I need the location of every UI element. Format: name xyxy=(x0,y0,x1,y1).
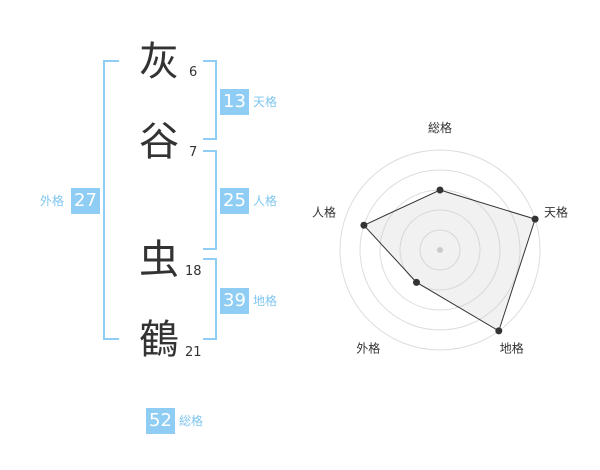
stroke-count-2: 7 xyxy=(189,145,198,160)
gaikaku-label: 外格 xyxy=(40,194,65,208)
radar-ring xyxy=(359,169,521,331)
radar-ring xyxy=(339,149,541,351)
radar-point-2 xyxy=(531,215,539,223)
stroke-count-3: 18 xyxy=(185,264,202,279)
radar-axis-label-4: 外格 xyxy=(356,341,380,356)
jinkaku-bracket xyxy=(203,150,217,250)
radar-point-1 xyxy=(436,186,444,194)
name-char-1: 灰 xyxy=(139,39,179,85)
radar-center-dot xyxy=(437,247,443,253)
name-char-2: 谷 xyxy=(139,119,179,165)
jinkaku-label: 人格 xyxy=(253,194,278,208)
jinkaku-badge: 25 xyxy=(220,188,249,214)
tenkaku-badge: 13 xyxy=(220,89,249,115)
tenkaku-label: 天格 xyxy=(253,95,278,109)
chikaku-badge: 39 xyxy=(220,288,249,314)
radar-axis-label-3: 地格 xyxy=(500,341,524,356)
chikaku-label: 地格 xyxy=(253,294,278,308)
gaikaku-bracket xyxy=(103,60,119,340)
stroke-count-4: 21 xyxy=(185,345,202,360)
radar-point-5 xyxy=(360,221,368,229)
name-char-4: 鶴 xyxy=(139,317,179,363)
stroke-count-1: 6 xyxy=(189,65,198,80)
radar-ring xyxy=(399,209,481,291)
radar-axis-label-1: 総格 xyxy=(428,120,452,135)
tenkaku-bracket xyxy=(203,60,217,140)
radar-grid xyxy=(339,149,541,351)
radar-point-3 xyxy=(495,327,503,335)
gaikaku-badge: 27 xyxy=(71,188,100,214)
radar-axis-label-5: 人格 xyxy=(312,204,336,219)
soukaku-label: 総格 xyxy=(179,414,204,428)
chikaku-bracket xyxy=(203,258,217,340)
radar-point-4 xyxy=(412,278,420,286)
radar-ring xyxy=(419,229,461,271)
radar-axis-label-2: 天格 xyxy=(544,204,568,219)
radar-points xyxy=(360,186,539,335)
soukaku-badge: 52 xyxy=(146,408,175,434)
radar-data-area xyxy=(363,189,536,332)
name-char-3: 虫 xyxy=(139,237,179,283)
